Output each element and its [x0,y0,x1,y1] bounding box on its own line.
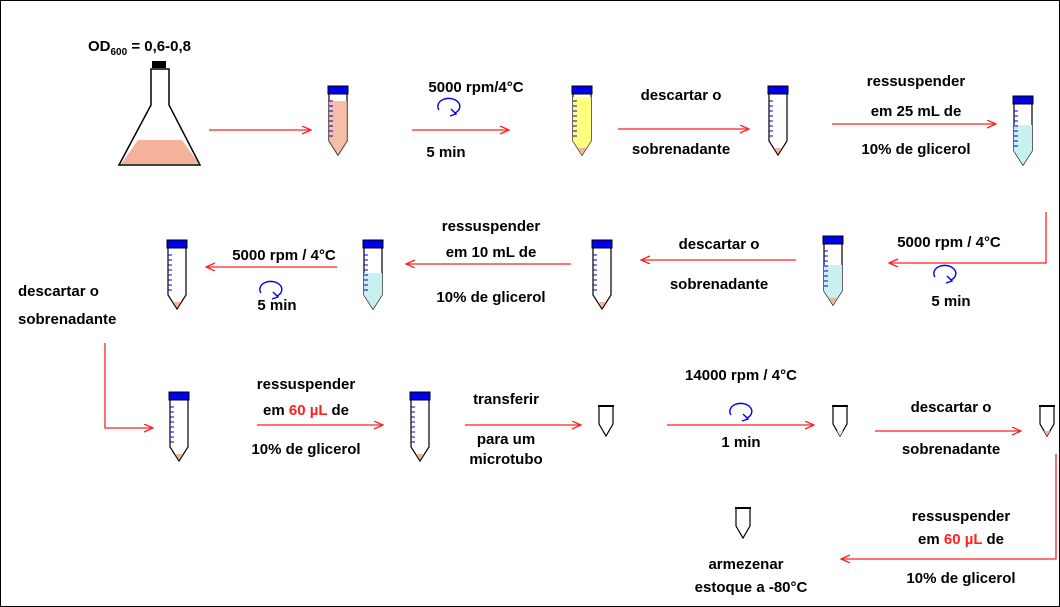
row3-transfer-2: para um [476,431,536,448]
tube-pellet-icon-4 [168,391,190,462]
row3-resuspend-2a: em [263,402,289,419]
row3-resuspend-2: em 60 µL de [226,402,386,420]
row1-spin-top: 5000 rpm/4°C [428,79,524,96]
row1-resuspend-3: 10% de glicerol [861,141,971,158]
row1-resuspend-2: em 25 mL de [870,103,962,120]
row1-discard-top: descartar o [640,87,722,104]
row4-resuspend-2a: em [918,531,944,548]
row4-store-2: estoque a -80°C [694,579,808,596]
row3-spin-bottom: 1 min [721,434,761,451]
tube-pellet-icon-2 [591,239,613,310]
row3-discard-top: descartar o [910,399,992,416]
row2-resuspend-2: em 10 mL de [445,244,537,261]
microtube-icon [597,405,615,437]
row4-store-1: armezenar [708,556,784,573]
od-value: = 0,6-0,8 [131,38,191,55]
tube-glycerol-icon [1012,95,1034,166]
row4-volume: 60 µL [943,531,983,548]
row3-resuspend-2c: de [327,402,349,419]
row3-resuspend-3: 10% de glicerol [251,441,361,458]
row1-spin-bottom: 5 min [426,144,466,161]
row2-spin2-top: 5000 rpm / 4°C [232,247,336,264]
row4-resuspend-3: 10% de glicerol [906,570,1016,587]
tube-glycerol-icon-2 [822,235,844,306]
od-label: OD600 = 0,6-0,8 [88,38,191,62]
row2-spin2-bottom: 5 min [257,297,297,314]
tube-yellow-supernatant-icon [571,85,593,156]
tube-pellet-icon-3 [166,239,188,310]
row3-transfer-1: transferir [473,391,539,408]
row4-resuspend-2: em 60 µL de [881,531,1041,549]
row2-spin-bottom: 5 min [931,293,971,310]
microtube-pellet-icon [831,405,849,437]
microtube-pellet-icon-2 [1038,405,1056,437]
row3-resuspend-1: ressuspender [256,376,356,393]
arrow-connector-row1-row2 [889,212,1047,263]
microtube-storage-icon [734,507,752,539]
row2-discard2-top: descartar o [18,283,99,300]
row2-discard-top: descartar o [678,236,760,253]
row4-resuspend-2c: de [982,531,1004,548]
row1-resuspend-1: ressuspender [866,73,966,90]
row3-transfer-3: microtubo [469,451,543,468]
arrow-connector-row3-row4 [841,454,1057,559]
row2-discard2-bottom: sobrenadante [18,311,117,328]
tube-pellet-icon [767,85,789,156]
row2-discard-bottom: sobrenadante [669,276,769,293]
tube-glycerol-icon-3 [362,239,384,310]
row3-spin-top: 14000 rpm / 4°C [685,367,797,384]
row2-resuspend-1: ressuspender [441,218,541,235]
row2-resuspend-3: 10% de glicerol [436,289,546,306]
row3-volume: 60 µL [288,402,328,419]
spin-icon-4 [729,402,753,422]
flask-icon [117,61,202,166]
spin-icon [437,97,461,117]
tube-culture-icon [327,85,349,156]
row1-discard-bottom: sobrenadante [631,141,731,158]
row3-discard-bottom: sobrenadante [901,441,1001,458]
od-subscript: 600 [110,47,128,58]
row4-resuspend-1: ressuspender [911,508,1011,525]
spin-icon-2 [933,264,957,284]
row2-spin-top: 5000 rpm / 4°C [897,234,1001,251]
od-prefix: OD [88,38,111,55]
arrow-connector-row2-row3 [104,343,153,428]
tube-resuspended-icon [409,391,431,462]
